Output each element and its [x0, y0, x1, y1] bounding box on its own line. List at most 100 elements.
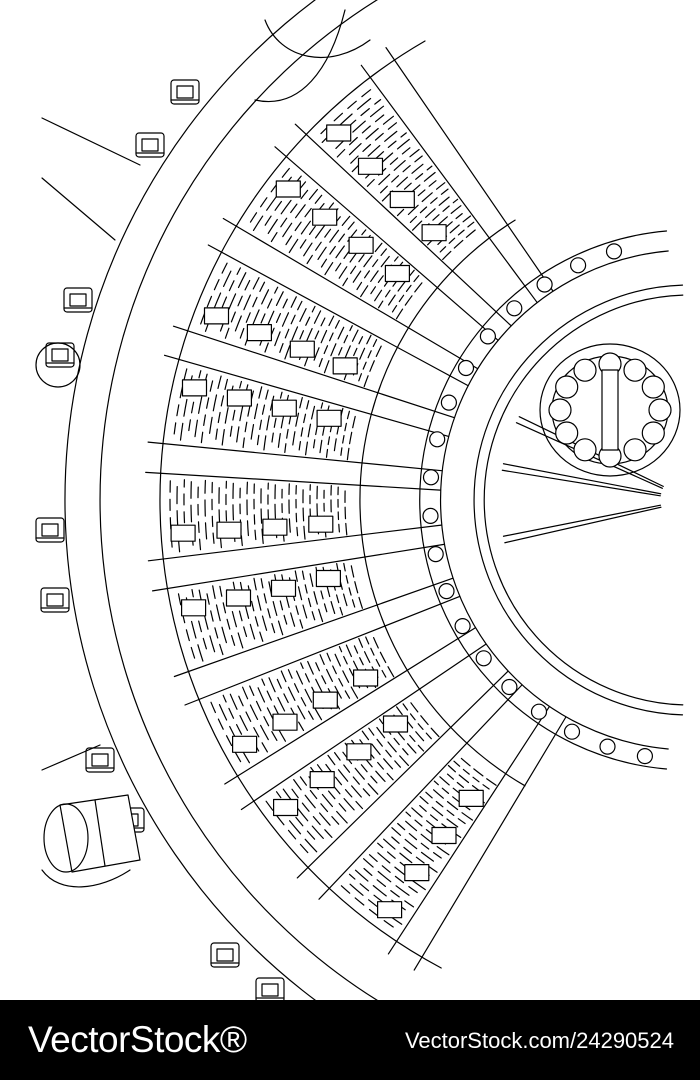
spoke-edge [274, 146, 499, 341]
blade-slat [383, 838, 396, 850]
blade-slat [266, 690, 272, 701]
rib-block [181, 379, 208, 397]
blade-slat [329, 229, 340, 243]
blade-slat [361, 89, 372, 98]
bearing-ball [648, 398, 672, 422]
blade-slat [380, 248, 387, 256]
blade-slat [231, 611, 237, 628]
bracket-inner [91, 753, 109, 767]
bracket-inner [141, 138, 159, 152]
blade-slat [367, 783, 379, 795]
blade-slat [209, 635, 216, 653]
exhaust-pipe [41, 794, 141, 888]
blade-slat [280, 217, 288, 228]
blade-slat [323, 345, 329, 355]
blade-slat [331, 816, 340, 825]
spoke-edge [152, 543, 445, 592]
blade-slat [299, 308, 307, 322]
blade-slat [243, 294, 251, 311]
blade-slat [284, 345, 291, 360]
blade-slat [425, 208, 436, 218]
blade-slat [467, 221, 475, 228]
blade-slat [420, 842, 430, 850]
blade-slat [263, 716, 270, 727]
spoke-edge [413, 716, 567, 971]
blade-slat [439, 246, 447, 253]
blade-slat [402, 165, 411, 173]
blade-slat [378, 300, 384, 309]
rib-block [377, 901, 403, 919]
blade-slat [203, 414, 206, 426]
blade-slat [284, 328, 290, 339]
flange-bolt [438, 582, 455, 600]
blade-slat [228, 707, 235, 719]
blade-slat [414, 819, 423, 827]
bracket-inner [261, 983, 279, 997]
blade-slat [411, 880, 426, 891]
blade-slat [362, 143, 372, 152]
blade-slat [442, 250, 452, 261]
outer-ring-inner-edge [99, 0, 379, 1000]
flange-bolt [479, 328, 496, 345]
bracket-inner [69, 293, 87, 307]
blade-slat [295, 204, 306, 219]
blade-slat [390, 890, 400, 898]
blade-slat [209, 416, 213, 434]
spoke-edge [147, 441, 443, 472]
blade-slat [346, 410, 350, 420]
blade-slat [303, 413, 307, 424]
rib-block [312, 691, 338, 709]
blade-slat [225, 735, 233, 747]
blade-slat [383, 758, 394, 770]
blade-slat [221, 296, 228, 308]
blade-slat [385, 749, 392, 758]
blade-slat [473, 768, 484, 777]
blade-slat [344, 345, 351, 358]
spoke-edge [184, 595, 460, 706]
blade-slat [368, 727, 375, 736]
spoke-edge [207, 244, 469, 387]
blade-slat [301, 802, 310, 812]
sensor-ring [35, 342, 81, 388]
blade-slat [377, 870, 392, 883]
blade-slat [306, 254, 313, 265]
blade-slat [409, 713, 416, 721]
blade-slat [206, 593, 210, 605]
blade-slat [306, 328, 313, 342]
radial-spoke [274, 123, 512, 341]
blade-slat [382, 115, 394, 125]
radial-spoke [387, 706, 567, 971]
blade-slat [194, 419, 198, 438]
flange-bolt [422, 469, 440, 486]
bracket-inner [216, 948, 234, 962]
blade-slat [363, 375, 369, 388]
blade-slat [304, 207, 312, 218]
blade-slat [290, 296, 297, 308]
blade-slat [221, 626, 227, 644]
blade-slat [260, 578, 264, 589]
blade-slat [452, 796, 460, 803]
blade-slat [349, 136, 358, 146]
blade-slat [391, 827, 402, 836]
blade-slat [223, 270, 232, 287]
blade-slat [366, 334, 372, 345]
blade-slat [446, 818, 459, 828]
flange-bolt [563, 723, 581, 740]
blade-slat [275, 291, 284, 306]
blade-slat [420, 851, 434, 862]
blade-slat [345, 575, 349, 584]
blade-slat [440, 188, 449, 195]
blade-slat [435, 800, 444, 808]
blade-slat [335, 262, 342, 272]
blade-slat [349, 431, 353, 445]
blade-slat [362, 788, 371, 797]
blade-slat [173, 422, 177, 435]
blade-slat [376, 726, 386, 739]
mount-bracket [45, 342, 75, 368]
blade-slat [394, 256, 399, 262]
spoke-edge [173, 577, 454, 678]
blade-slat [261, 678, 266, 686]
blade-slat [377, 842, 384, 849]
blade-slat [222, 694, 227, 703]
blade-slat [399, 755, 409, 766]
